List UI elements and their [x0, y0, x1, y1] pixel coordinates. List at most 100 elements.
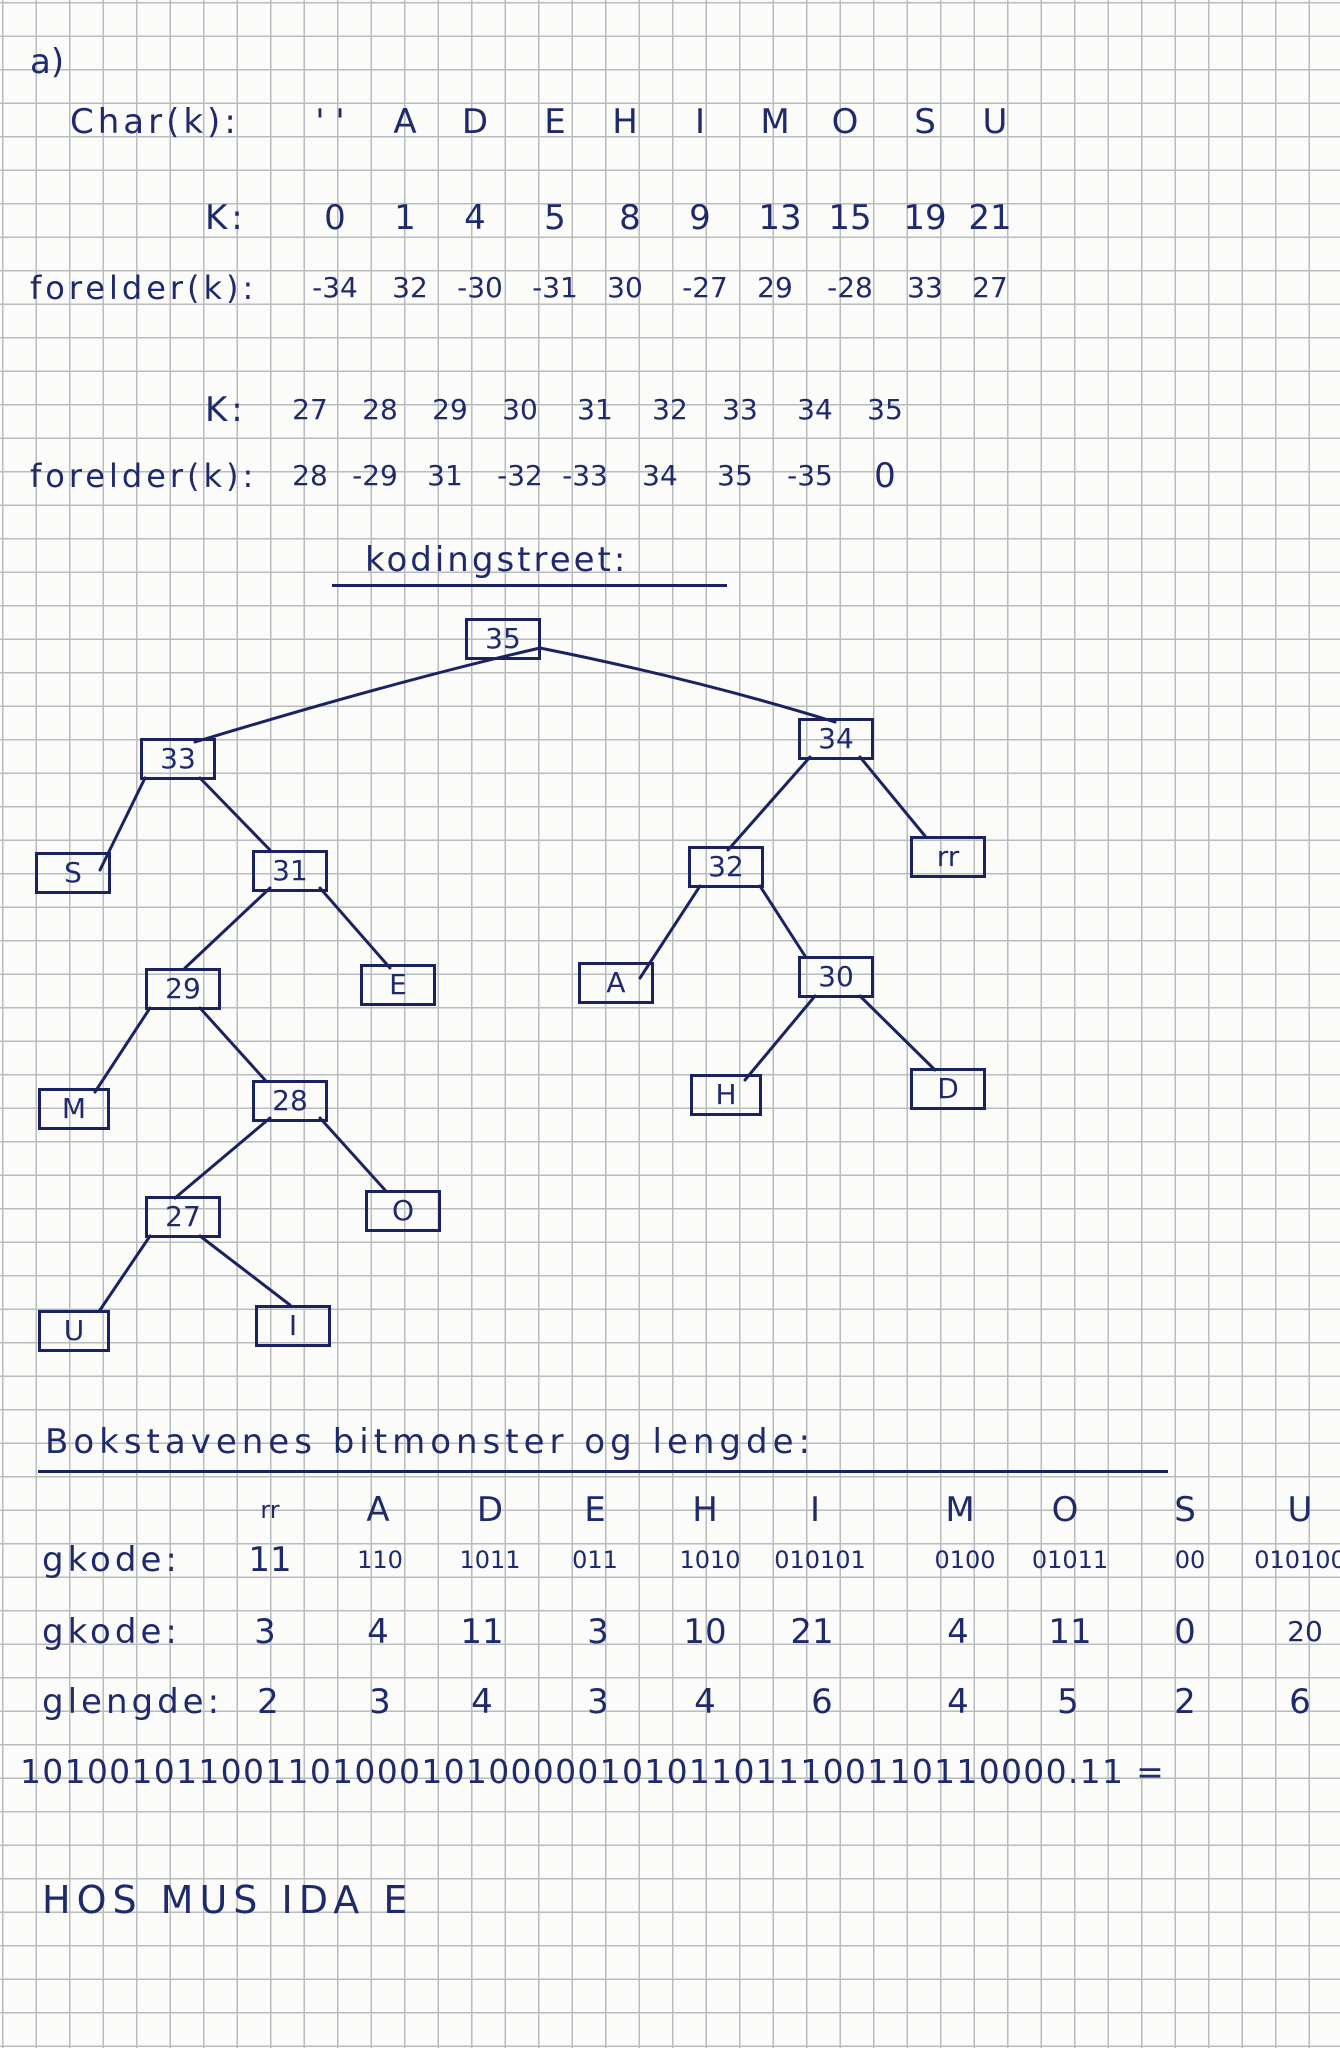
k-cell: 8: [619, 198, 641, 238]
letter-cell: O: [1051, 1490, 1079, 1530]
code-int-row: gkode: 3 4 11 3 10 21 4 11 0 20: [0, 1612, 1340, 1652]
k-cell: 35: [867, 393, 903, 426]
k-cell: 29: [432, 393, 468, 426]
parent-cell: -30: [457, 271, 503, 304]
k-cell: 32: [652, 393, 688, 426]
char-cell: A: [393, 102, 417, 142]
edge-29-m: [93, 1006, 152, 1094]
length-cell: 4: [694, 1682, 716, 1722]
tree-node-e: E: [360, 964, 436, 1006]
code-int-cell: 3: [254, 1612, 276, 1652]
length-cell: 6: [1289, 1682, 1311, 1722]
tree-node-m: M: [38, 1088, 110, 1130]
part-label: a): [30, 42, 65, 82]
code-bits-cell: 0100: [934, 1546, 996, 1574]
edge-28-o: [318, 1116, 387, 1192]
code-bits-cell: 011: [572, 1546, 618, 1574]
parent-cell: -34: [312, 271, 358, 304]
k-cell: 4: [464, 198, 486, 238]
edge-27-i: [198, 1234, 292, 1307]
edge-30-h: [743, 994, 817, 1082]
code-bits-cell: 010101: [774, 1546, 866, 1574]
code-int-cell: 20: [1287, 1615, 1323, 1648]
k-cell: 30: [502, 393, 538, 426]
length-cell: 3: [369, 1682, 391, 1722]
code-bits-cell: 010100: [1254, 1546, 1340, 1574]
length-label: glengde:: [42, 1682, 224, 1722]
parent-cell: -27: [682, 271, 728, 304]
parent-cell: 29: [757, 271, 793, 304]
char-cell: I: [694, 102, 706, 142]
char-row-label: Char(k):: [70, 102, 240, 142]
bits-title: Bokstavenes bitmonster og lengde:: [45, 1422, 815, 1462]
parent-cell: -29: [352, 459, 398, 492]
tree-node-a: A: [578, 962, 654, 1004]
char-cell: O: [831, 102, 859, 142]
bits-title-underline: [38, 1470, 1168, 1473]
k-cell: 13: [758, 198, 802, 238]
k-cell: 21: [968, 198, 1012, 238]
tree-title-underline: [332, 584, 727, 587]
tree-node-space: rr: [910, 836, 986, 878]
edge-28-27: [173, 1116, 272, 1200]
tree-node-32: 32: [688, 846, 764, 888]
code-int-cell: 4: [947, 1612, 969, 1652]
edge-33-31: [198, 776, 272, 852]
char-cell: M: [760, 102, 790, 142]
k-cell: 31: [577, 393, 613, 426]
tree-node-28: 28: [252, 1080, 328, 1122]
letter-cell: D: [476, 1490, 504, 1530]
parent-row-2: forelder(k): 28 -29 31 -32 -33 34 35 -35…: [0, 456, 1340, 496]
k-cell: 15: [828, 198, 872, 238]
edge-34-sp: [858, 755, 927, 838]
tree-node-35: 35: [465, 618, 541, 660]
code-bits-cell: 1010: [679, 1546, 741, 1574]
edge-35-33: [193, 646, 542, 744]
length-cell: 6: [811, 1682, 833, 1722]
char-cell: ' ': [315, 102, 345, 142]
letter-cell: M: [945, 1490, 975, 1530]
parent-cell: -31: [532, 271, 578, 304]
parent-cell: 30: [607, 271, 643, 304]
k-cell: 1: [394, 198, 416, 238]
edge-30-d: [858, 994, 937, 1072]
char-cell: U: [982, 102, 1008, 142]
parent-cell: 34: [642, 459, 678, 492]
parent-cell: 35: [717, 459, 753, 492]
code-int-cell: 10: [683, 1612, 727, 1652]
edge-32-30: [758, 884, 807, 958]
k-cell: 19: [903, 198, 947, 238]
tree-node-29: 29: [145, 968, 221, 1010]
edge-29-28: [198, 1006, 267, 1082]
code-bits-row: gkode: 11 110 1011 011 1010 010101 0100 …: [0, 1540, 1340, 1580]
letter-cell: S: [1174, 1490, 1196, 1530]
code-bits-cell: 110: [357, 1546, 403, 1574]
length-cell: 2: [257, 1682, 279, 1722]
parent-cell: -33: [562, 459, 608, 492]
code-int-cell: 4: [367, 1612, 389, 1652]
k-cell: 33: [722, 393, 758, 426]
letter-cell: I: [809, 1490, 821, 1530]
tree-node-27: 27: [145, 1196, 221, 1238]
tree-node-33: 33: [140, 738, 216, 780]
code-bits-label: gkode:: [42, 1540, 181, 1580]
k-row-2-label: K:: [205, 390, 247, 430]
parent-cell: -28: [827, 271, 873, 304]
k-cell: 5: [544, 198, 566, 238]
code-int-cell: 3: [587, 1612, 609, 1652]
tree-node-31: 31: [252, 850, 328, 892]
tree-node-u: U: [38, 1310, 110, 1352]
length-cell: 4: [471, 1682, 493, 1722]
code-int-cell: 21: [790, 1612, 834, 1652]
code-int-cell: 11: [1048, 1612, 1092, 1652]
length-row: glengde: 2 3 4 3 4 6 4 5 2 6: [0, 1682, 1340, 1722]
k-cell: 0: [324, 198, 346, 238]
tree-node-i: I: [255, 1305, 331, 1347]
code-bits-cell: 00: [1174, 1546, 1206, 1574]
char-cell: H: [612, 102, 638, 142]
tree-node-o: O: [365, 1190, 441, 1232]
code-bits-cell: 01011: [1031, 1546, 1109, 1574]
code-bits-cell: 11: [248, 1540, 292, 1580]
parent-row-1-label: forelder(k):: [30, 269, 258, 307]
code-int-cell: 0: [1174, 1612, 1196, 1652]
